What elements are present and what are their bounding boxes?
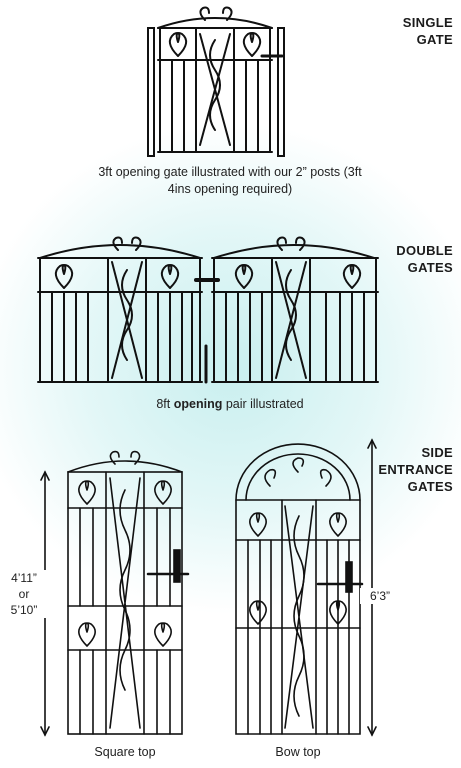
heading-line: SINGLE (402, 15, 453, 30)
heading-line: ENTRANCE (378, 462, 453, 477)
side-entrance-heading: SIDE ENTRANCE GATES (378, 444, 453, 495)
single-gate-illustration (147, 6, 285, 157)
caption-prefix: 8ft (156, 397, 174, 411)
heading-line: GATES (407, 260, 453, 275)
dim-line: 5’10” (10, 603, 38, 617)
caption-line: 4ins opening required) (167, 182, 293, 196)
bow-top-height-label: 6’3” (360, 588, 400, 604)
square-top-height-label: 4’11” or 5’10” (2, 570, 46, 618)
dim-line: or (18, 587, 30, 601)
heading-line: SIDE (421, 445, 453, 460)
double-gates-heading: DOUBLE GATES (396, 242, 453, 276)
dim-line: 4’11” (11, 571, 37, 585)
double-gates-caption: 8ft opening pair illustrated (20, 396, 440, 413)
caption-bold: opening (173, 397, 223, 411)
heading-line: GATE (416, 32, 453, 47)
single-gate-heading: SINGLE GATE (403, 14, 453, 48)
square-top-label: Square top (94, 745, 156, 759)
double-gates-illustration (37, 236, 379, 384)
bow-top-gate-illustration (235, 438, 377, 737)
caption-line: 3ft opening gate illustrated with our 2”… (98, 165, 362, 179)
bow-top-label: Bow top (275, 745, 321, 759)
single-gate-caption: 3ft opening gate illustrated with our 2”… (20, 164, 440, 198)
heading-line: GATES (407, 479, 453, 494)
caption-suffix: pair illustrated (222, 397, 304, 411)
heading-line: DOUBLE (396, 243, 453, 258)
